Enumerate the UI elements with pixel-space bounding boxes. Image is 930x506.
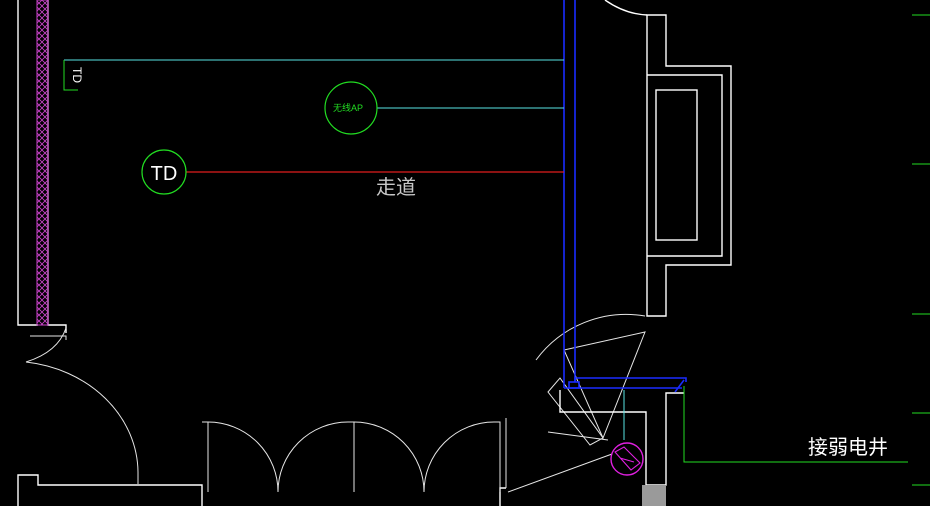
left-wall xyxy=(17,0,67,333)
corridor-label: 走道 xyxy=(376,176,416,199)
magenta-partition-hatch xyxy=(36,0,49,326)
wireless-ap-label: 无线AP xyxy=(333,102,363,113)
door-double-1 xyxy=(202,421,355,493)
right-structure xyxy=(604,0,732,317)
network-device-symbol[interactable] xyxy=(610,442,644,476)
shaft-box xyxy=(559,390,684,506)
wireless-ap-symbol[interactable]: 无线AP xyxy=(324,81,378,135)
td-outlet-main[interactable]: TD xyxy=(141,149,187,195)
shaft-fill xyxy=(642,485,666,506)
bottom-wall xyxy=(17,474,506,506)
weak-current-shaft-label: 接弱电井 xyxy=(808,436,888,459)
door-left xyxy=(25,327,139,484)
blue-conduit xyxy=(563,0,687,393)
green-leader-line xyxy=(683,386,908,463)
cyan-cable-td-drop xyxy=(63,60,78,91)
td-main-label: TD xyxy=(151,163,178,185)
td-outlet-wall[interactable]: TD xyxy=(70,67,84,83)
cable-lines xyxy=(63,59,908,463)
door-double-2 xyxy=(353,418,507,493)
td-wall-label: TD xyxy=(70,67,84,83)
edge-ticks xyxy=(912,14,930,486)
door-shaft xyxy=(507,313,646,493)
